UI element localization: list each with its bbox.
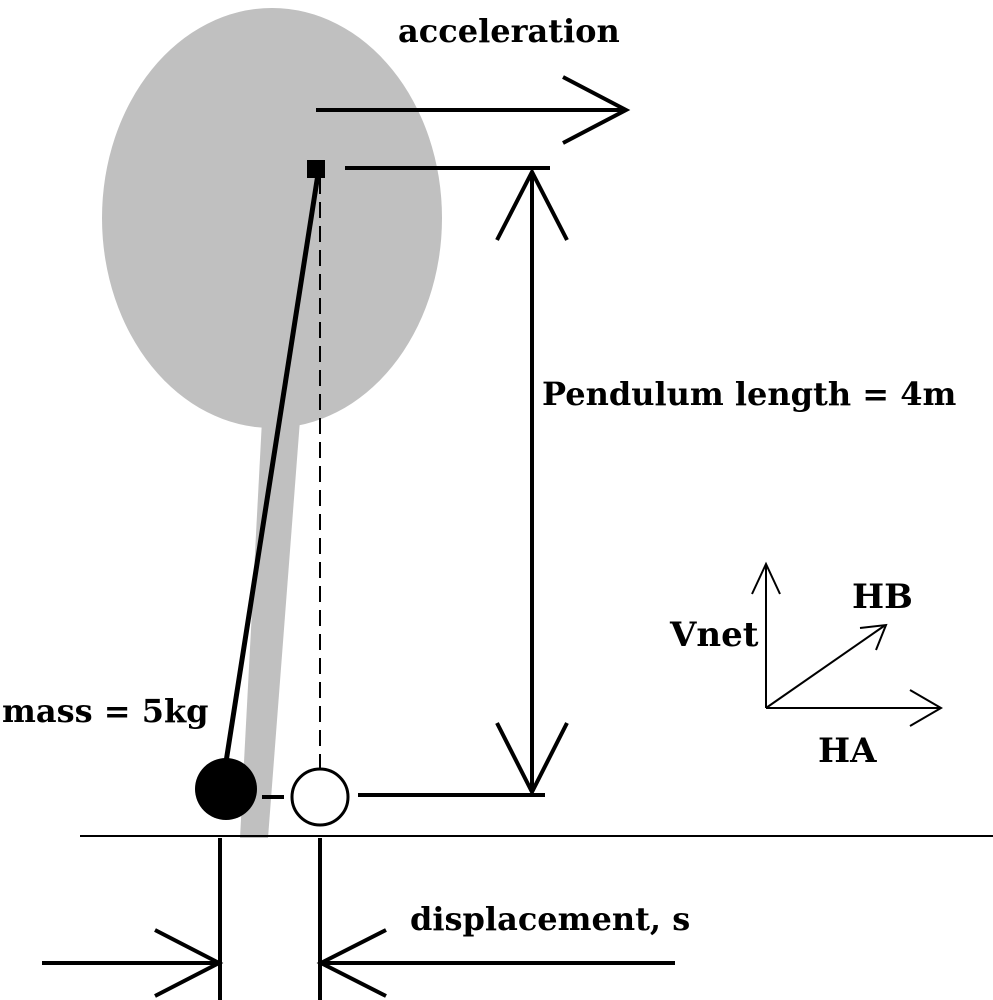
ha-label: HA <box>818 731 877 771</box>
vnet-label: Vnet <box>669 615 759 655</box>
displacement-label: displacement, s <box>410 900 690 938</box>
string-blur-band <box>240 420 300 838</box>
mass-label: mass = 5kg <box>2 692 209 730</box>
hb-label: HB <box>852 577 913 617</box>
pendulum-length-label: Pendulum length = 4m <box>542 375 956 413</box>
acceleration-arrow <box>316 75 631 145</box>
pendulum-string <box>223 173 321 763</box>
pendulum-length-dimension <box>345 166 569 797</box>
pivot-point <box>307 160 325 178</box>
motion-blur-shadow <box>102 8 442 838</box>
displacement-dimension <box>42 838 675 1000</box>
acceleration-label: acceleration <box>398 12 620 50</box>
pendulum-bob <box>195 758 257 820</box>
pivot-blur-ellipse <box>102 8 442 428</box>
equilibrium-bob <box>290 767 350 827</box>
hb-vector <box>765 625 885 709</box>
vector-diagram <box>751 561 943 727</box>
